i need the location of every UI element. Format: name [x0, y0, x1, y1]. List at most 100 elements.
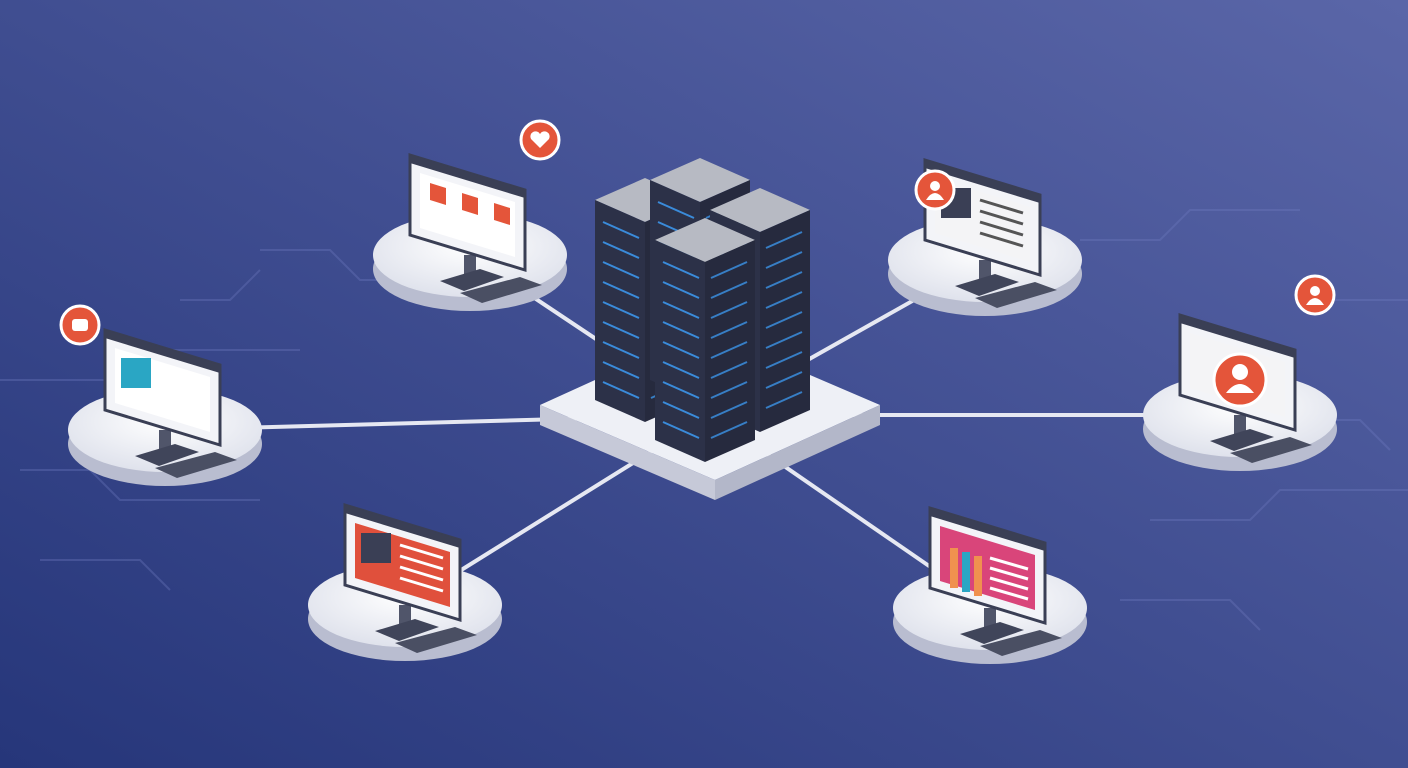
server-led: [710, 401, 748, 419]
monitor-base: [135, 444, 199, 466]
server-led: [710, 361, 748, 379]
server-led: [765, 311, 803, 329]
text-line: [989, 586, 1029, 601]
circuit-trace: [1120, 599, 1261, 631]
user-head: [1232, 364, 1248, 380]
server-led: [602, 281, 640, 299]
user-body: [926, 193, 944, 200]
text-line: [159, 379, 204, 396]
text-line: [989, 576, 1029, 591]
text-line: [159, 368, 204, 385]
text-line: [979, 198, 1024, 215]
server-led: [710, 301, 748, 319]
node-profile-document: [888, 157, 1082, 316]
server-led: [710, 421, 748, 439]
text-line: [399, 543, 444, 560]
server-led: [662, 401, 700, 419]
monitor-base: [960, 622, 1024, 644]
circuit-trace: [20, 469, 260, 501]
text-line: [989, 556, 1029, 571]
server-led: [765, 351, 803, 369]
server-led: [710, 261, 748, 279]
server-led: [765, 331, 803, 349]
server-led: [765, 291, 803, 309]
keyboard-icon: [395, 627, 477, 653]
user-head: [1310, 286, 1320, 296]
text-line: [399, 565, 444, 582]
server-led: [662, 261, 700, 279]
server-led: [765, 391, 803, 409]
chat-glyph: [72, 319, 88, 331]
circuit-trace: [1150, 489, 1408, 521]
awning-stripe: [446, 188, 462, 210]
window-titlebar: [1180, 315, 1295, 358]
server-led: [710, 381, 748, 399]
chart-bar: [974, 556, 982, 596]
server-led: [662, 321, 700, 339]
server-led: [602, 341, 640, 359]
keyboard-icon: [975, 282, 1057, 308]
heart-glyph: [530, 131, 550, 148]
keyboard-icon: [980, 630, 1062, 656]
user-body: [1306, 298, 1324, 305]
circuit-trace: [40, 559, 171, 591]
keyboard-icon: [1230, 437, 1312, 463]
node-storefront: [373, 119, 567, 311]
chart-bar: [950, 548, 958, 588]
monitor-base: [375, 619, 439, 641]
keyboard-icon: [155, 452, 237, 478]
circuit-trace: [1080, 209, 1300, 241]
server-led: [602, 321, 640, 339]
hub-platform-side: [715, 405, 880, 500]
text-line: [979, 220, 1024, 237]
server-led: [602, 221, 640, 239]
node-analytics-page: [893, 505, 1087, 664]
text-line: [989, 566, 1029, 581]
window-titlebar: [345, 505, 460, 548]
server-led: [765, 251, 803, 269]
window-titlebar: [105, 330, 220, 373]
user-body: [1226, 384, 1254, 393]
image-block: [361, 533, 391, 563]
server-led: [710, 341, 748, 359]
circuit-pattern: [0, 209, 1408, 631]
image-block: [121, 358, 151, 388]
keyboard-icon: [460, 277, 542, 303]
server-led: [710, 321, 748, 339]
text-line: [399, 554, 444, 571]
server-led: [765, 231, 803, 249]
user-head: [930, 181, 940, 191]
server-led: [602, 241, 640, 259]
chart-bar: [962, 552, 970, 592]
central-server-hub: [540, 158, 880, 500]
window-titlebar: [925, 160, 1040, 203]
text-line: [399, 576, 444, 593]
server-led: [602, 361, 640, 379]
server-led: [662, 281, 700, 299]
server-led: [765, 371, 803, 389]
text-line: [159, 401, 204, 418]
server-led: [662, 361, 700, 379]
circuit-trace: [180, 269, 261, 301]
window-titlebar: [930, 508, 1045, 551]
server-led: [602, 301, 640, 319]
server-rack: [655, 218, 755, 462]
node-user-account: [1143, 274, 1337, 471]
monitor-base: [440, 269, 504, 291]
server-led: [662, 381, 700, 399]
server-led: [602, 381, 640, 399]
window-titlebar: [410, 155, 525, 198]
awning-stripe: [494, 203, 510, 225]
hub-platform-side: [540, 405, 715, 500]
server-led: [657, 201, 695, 219]
server-led: [602, 261, 640, 279]
monitor-base: [1210, 429, 1274, 451]
text-line: [979, 209, 1024, 226]
awning-stripe: [462, 193, 478, 215]
monitor-base: [955, 274, 1019, 296]
server-led: [765, 271, 803, 289]
node-contact-card: [59, 304, 262, 486]
screen-content: [940, 526, 1035, 610]
server-led: [662, 341, 700, 359]
